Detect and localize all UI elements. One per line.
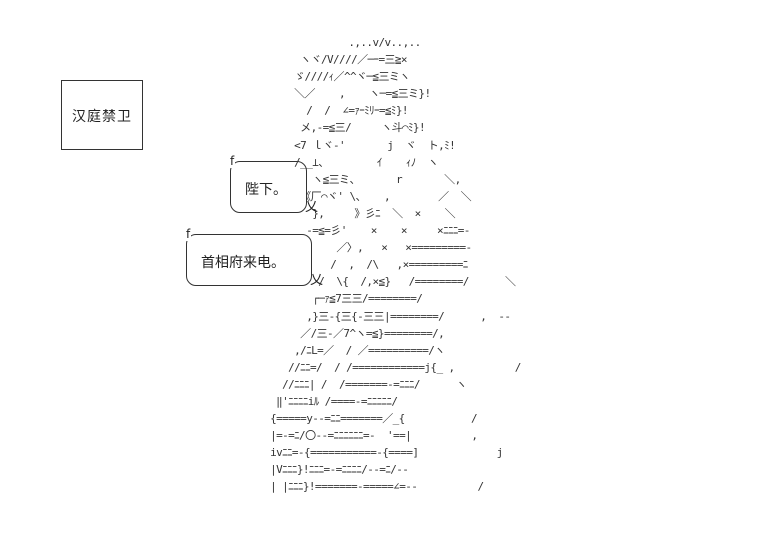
ascii-art-line: ‖'ﾆﾆﾆﾆiﾙ /====-=ﾆﾆﾆﾆﾆ/ (252, 394, 398, 408)
ascii-art-line: <7 ｌヾ-' j ヾ ト,ﾐ! (252, 138, 456, 152)
ascii-art-line: ヽヾ/V////／─ｰ=三≧× (252, 53, 407, 67)
caption-box: 汉庭禁卫 (61, 80, 143, 150)
speech-bubble-1-mark: f (229, 154, 236, 168)
ascii-art-line: .,..v/v..,.. (252, 36, 421, 49)
ascii-art-line: }, 》彡ﾆ ＼ × ＼ (252, 206, 456, 220)
speech-bubble-2: f 首相府来电。 乂 (185, 227, 323, 287)
ascii-art-line: ヽ≦三ミ、 r ＼, (252, 172, 461, 186)
ascii-art-line: 《厂⌒ヾ' \、 , ／ ＼ (252, 189, 471, 203)
speech-bubble-1-tail: 乂 (304, 200, 318, 215)
ascii-art-figure: .,..v/v..,.. ヽヾ/V////／─ｰ=三≧× ゞ////ｨ／^^ヾ─… (252, 34, 521, 496)
ascii-art-line: ／/三-／7^ヽ=≦}========/, (252, 326, 445, 340)
ascii-art-line: ゞ////ｨ／^^ヾ─≦三ミヽ (252, 70, 410, 84)
ascii-art-line: //ﾆﾆﾆ| / /=======-=ﾆﾆﾆ/ ヽ (252, 377, 467, 391)
speech-bubble-2-mark: f (185, 227, 192, 241)
ascii-art-line: / \{ /,×≦} /========/ ＼ (252, 275, 516, 289)
ascii-art-line: | |ﾆﾆﾆ}!=======-=====∠=-- / (252, 480, 484, 494)
ascii-art-line: |=-=ﾆ/〇--=ﾆﾆﾆﾆﾆﾆ=- '==| , (252, 429, 478, 443)
speech-bubble-2-tail: 乂 (309, 273, 323, 288)
ascii-art-line: / / ∠=ｧｰﾐﾘｰ=≦ﾐ}! (252, 104, 408, 118)
ascii-art-line: メ,-=≦三/ ヽ斗⌒ﾐ}! (252, 121, 425, 135)
speech-bubble-1-text: 陛下。 (245, 182, 287, 198)
ascii-art-line: ‐=≦=彡' × × ×ﾆﾆﾆ=- (252, 224, 470, 238)
ascii-art-line: /__⊥、 ｲ ｨﾉ ヽ (252, 155, 439, 169)
ascii-art-line: |Vﾆﾆﾆ}!ﾆﾆﾆ=-=ﾆﾆﾆﾆ/--=ﾆ/-- (252, 463, 409, 477)
ascii-art-line: ivﾆﾆ=-{===========-{====] j (252, 446, 503, 460)
ascii-art-line: ＼／ , ヽ─=≦三ミ}! (252, 87, 431, 101)
ascii-art-line: ,/ﾆL=／ / ／==========/ヽ (252, 343, 445, 357)
caption-text: 汉庭禁卫 (72, 109, 132, 125)
ascii-art-line: //ﾆﾆ=/ / /============j{_ , / (252, 360, 521, 374)
ascii-art-line: / , /\ ,×=========ﾆ (252, 258, 468, 272)
ascii-art-line: ┌─ｧ≦7三三/========/ (252, 292, 423, 306)
ascii-art-line: ,}三-{三{-三三|========/ , -‐ (252, 309, 511, 323)
ascii-art-line: ／〉, × ×=========- (252, 241, 472, 255)
ascii-art-line: {=====y--=ﾆﾆ=======／_{ / (252, 412, 478, 426)
speech-bubble-1: f 陛下。 乂 (229, 154, 318, 214)
speech-bubble-2-text: 首相府来电。 (201, 255, 285, 271)
